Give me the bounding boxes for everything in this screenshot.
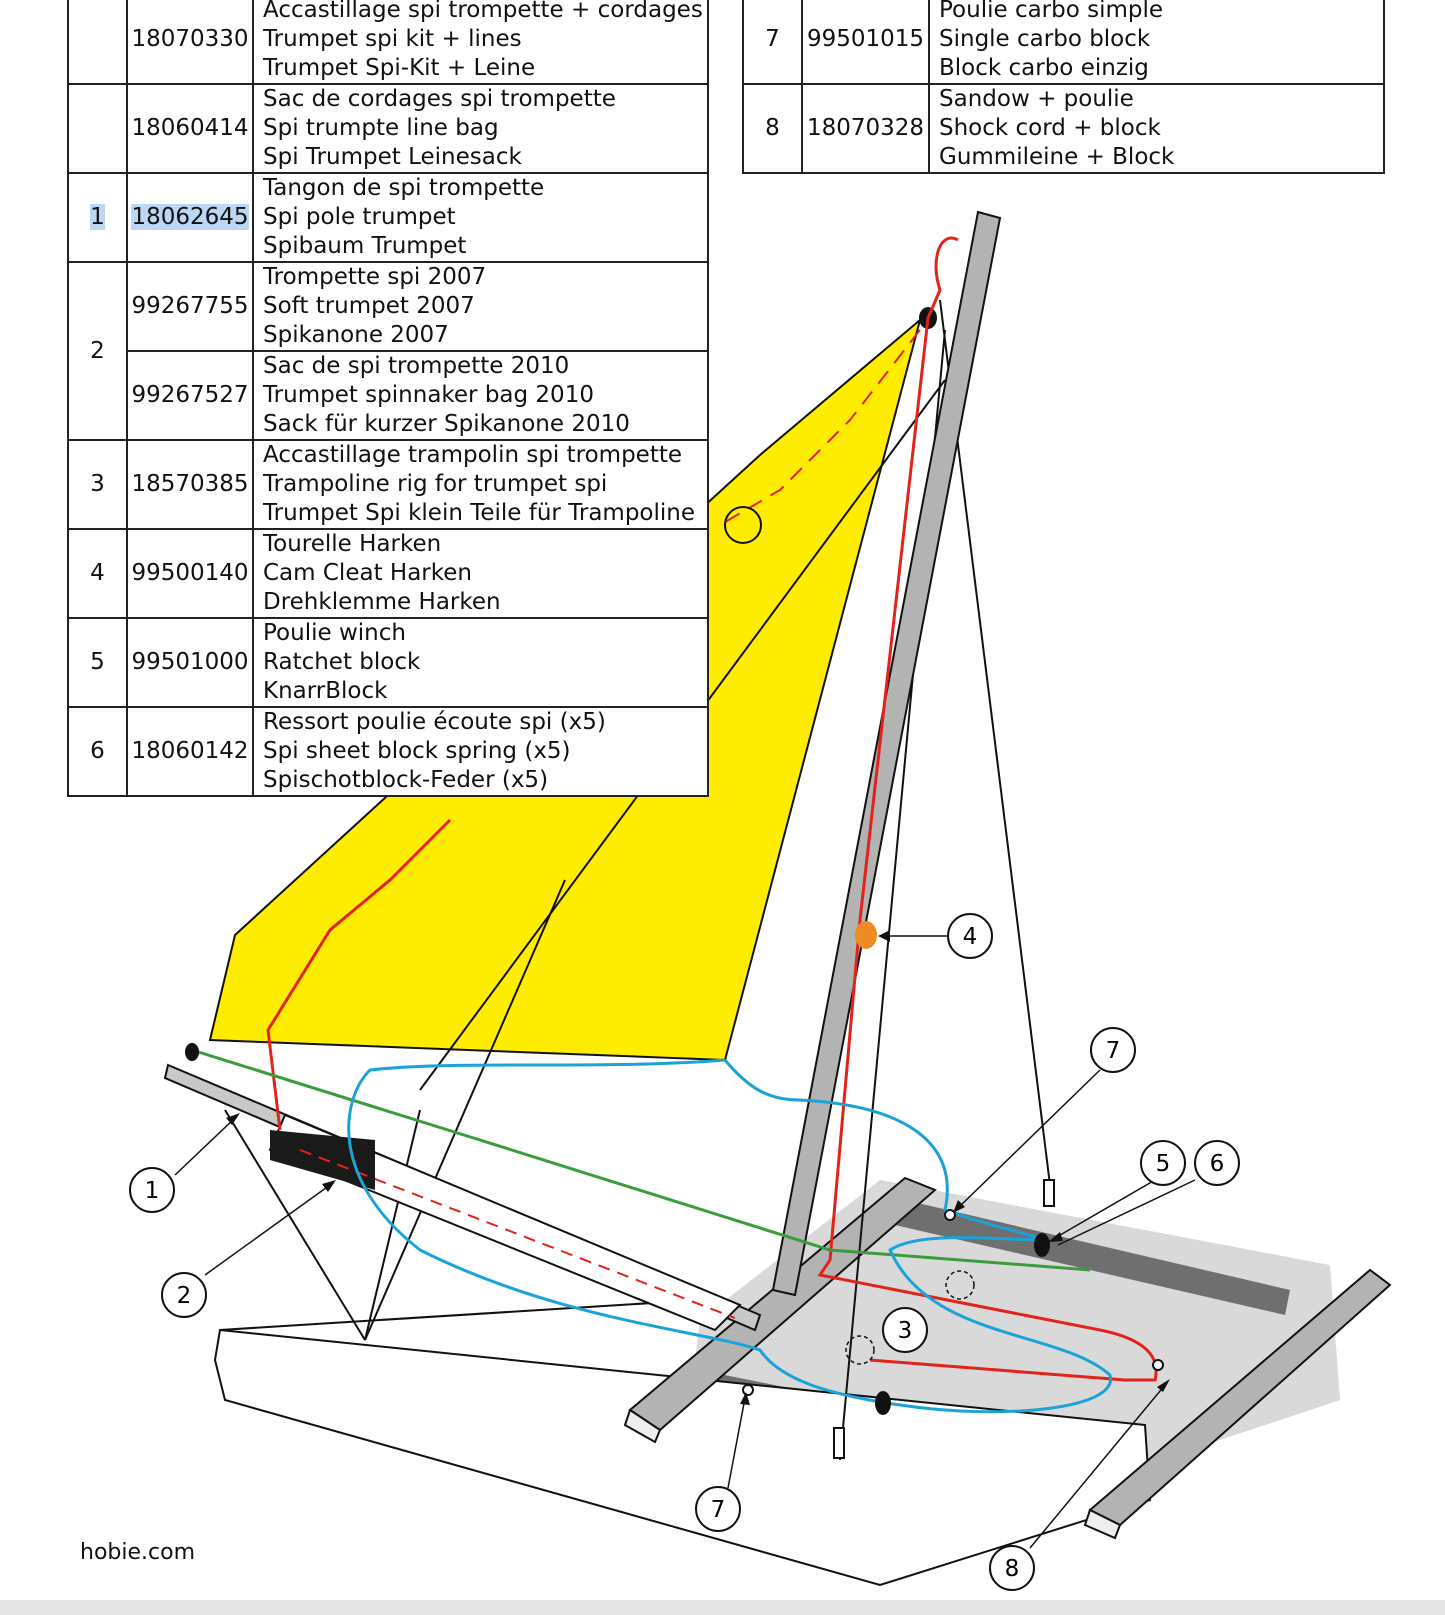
- table-row: 6 18060142 Ressort poulie écoute spi (x5…: [67, 706, 709, 797]
- cam-cleat: [855, 921, 877, 949]
- svg-text:5: 5: [1156, 1151, 1171, 1177]
- callout-6: 6: [1057, 1140, 1240, 1246]
- dashed-fitting: [945, 1270, 975, 1300]
- item-number: 6: [67, 706, 128, 797]
- item-number: [67, 0, 128, 85]
- part-reference: 18070328: [801, 83, 930, 174]
- blue-sheet: [347, 1058, 1112, 1414]
- sail-ring: [724, 506, 762, 544]
- rigging-line: [364, 879, 566, 1341]
- part-reference: 18062645: [126, 172, 254, 263]
- svg-text:1: 1: [145, 1178, 160, 1204]
- dashed-fitting: [845, 1335, 875, 1365]
- item-number: [67, 83, 128, 174]
- hull: [213, 1328, 1152, 1587]
- spinnaker-bag: [270, 1130, 375, 1190]
- trampoline-band: [895, 1200, 1290, 1315]
- crossbar-end: [623, 1408, 662, 1444]
- carbo-block: [1152, 1359, 1164, 1371]
- item-number: 7: [742, 0, 803, 85]
- svg-text:8: 8: [1005, 1556, 1020, 1582]
- svg-text:4: 4: [963, 924, 978, 950]
- callout-7a: 7: [953, 1027, 1136, 1213]
- callout-8: 8: [989, 1379, 1170, 1591]
- callout-3: 3: [882, 1307, 928, 1353]
- item-number: 4: [67, 528, 128, 619]
- carbo-block: [742, 1384, 754, 1396]
- item-number: 8: [742, 83, 803, 174]
- item-number: 5: [67, 617, 128, 708]
- mast: [771, 210, 1002, 1297]
- bow-shackle: [185, 1043, 199, 1061]
- callout-2: 2: [161, 1180, 336, 1318]
- carbo-block: [944, 1209, 956, 1221]
- svg-text:6: 6: [1210, 1151, 1225, 1177]
- part-reference: 18570385: [126, 439, 254, 530]
- shroud-adjuster: [833, 1427, 845, 1459]
- callout-4: 4: [878, 913, 993, 959]
- part-reference: 18070330: [126, 0, 254, 85]
- part-reference: 18060414: [126, 83, 254, 174]
- item-number: 1: [67, 172, 128, 263]
- crossbar-end: [1083, 1508, 1122, 1540]
- ratchet-block: [875, 1391, 891, 1415]
- part-reference: 99500140: [126, 528, 254, 619]
- hull-deck-line: [219, 1299, 701, 1331]
- bottom-bar: [0, 1600, 1445, 1615]
- shroud-adjuster: [1043, 1179, 1055, 1207]
- table-row: 18070330 Accastillage spi trompette + co…: [67, 0, 709, 85]
- svg-text:7: 7: [1106, 1038, 1121, 1064]
- part-reference: 99267755: [126, 261, 254, 352]
- part-reference: 99501015: [801, 0, 930, 85]
- rigging-line: [224, 1109, 366, 1341]
- svg-text:3: 3: [898, 1318, 913, 1344]
- part-reference: 99501000: [126, 617, 254, 708]
- svg-text:7: 7: [711, 1497, 726, 1523]
- part-reference: 99267527: [126, 350, 254, 441]
- green-line: [191, 1048, 1091, 1272]
- ratchet-block: [1034, 1233, 1050, 1257]
- part-description: Ressort poulie écoute spi (x5)Spi sheet …: [252, 706, 709, 797]
- callout-1: 1: [129, 1113, 240, 1213]
- callout-7b: 7: [695, 1392, 750, 1532]
- item-number: 3: [67, 439, 128, 530]
- shroud: [939, 299, 1051, 1186]
- svg-text:2: 2: [177, 1283, 192, 1309]
- footer-site-url: hobie.com: [80, 1540, 195, 1565]
- red-sheet: [266, 818, 452, 1131]
- parts-table-left: 18070330 Accastillage spi trompette + co…: [67, 0, 709, 797]
- table-row: 3 18570385 Accastillage trampolin spi tr…: [67, 439, 709, 530]
- pole-dashed-line: [299, 1149, 736, 1319]
- callout-5: 5: [1048, 1140, 1186, 1242]
- item-number: 2: [67, 261, 128, 441]
- part-reference: 18060142: [126, 706, 254, 797]
